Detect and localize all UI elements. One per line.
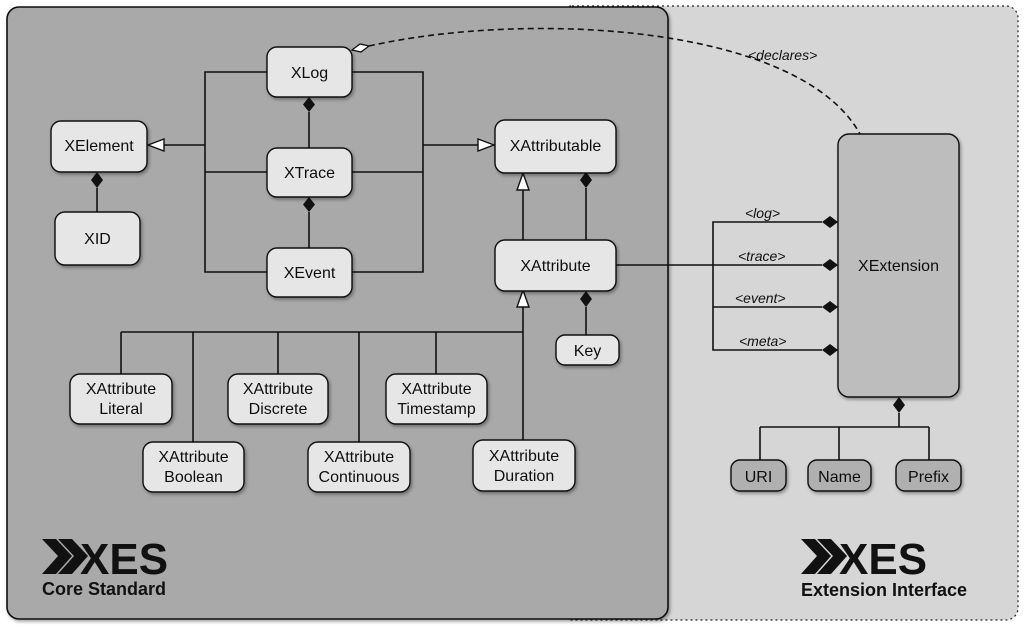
composition-diamond [303,197,315,212]
key-node: Key [555,334,620,366]
xelement-label: XElement [64,138,134,155]
meta-scope-label: <meta> [739,333,786,349]
composition-diamond [303,97,315,112]
xattribute-literal-node: XAttribute Literal [69,373,173,425]
edges [91,27,930,460]
xattribute-label: XAttribute [520,258,590,275]
event-scope-label: <event> [735,290,786,306]
xid-node: XID [54,211,141,266]
xlog-node: XLog [266,46,353,98]
name-label: Name [818,469,861,486]
xattribute-boolean-node: XAttribute Boolean [142,441,245,493]
xelement-node: XElement [50,120,148,173]
xattribute-timestamp-node: XAttribute Timestamp [385,373,488,425]
name-node: Name [807,459,872,492]
core-standard-subtitle: Core Standard [42,579,166,599]
xattribute-continuous-node: XAttribute Continuous [307,441,411,493]
prefix-node: Prefix [895,459,962,492]
log-scope-label: <log> [745,205,780,221]
trace-scope-label: <trace> [738,248,785,264]
xes-core-logo: XES Core Standard [42,535,168,599]
xevent-node: XEvent [266,247,353,298]
xattribute-node: XAttribute [494,239,617,292]
xes-logo-chevron-icon [58,539,88,574]
composition-diamond [580,291,592,307]
xattribute-discrete-line1: XAttribute [243,381,313,398]
xattribute-continuous-line2: Continuous [319,469,400,486]
xattribute-boolean-line2: Boolean [164,469,223,486]
key-label: Key [574,343,602,360]
extension-interface-subtitle: Extension Interface [801,580,967,600]
xattribute-literal-line2: Literal [99,401,143,418]
xlog-label: XLog [291,65,328,82]
xattribute-timestamp-line1: XAttribute [401,381,471,398]
xattribute-duration-node: XAttribute Duration [472,439,576,492]
composition-diamond [893,397,905,413]
xattributable-node: XAttributable [494,119,617,174]
xattributable-label: XAttributable [510,138,602,155]
xevent-label: XEvent [284,265,336,282]
declares-aggregation-diamond [350,43,371,53]
composition-diamond [580,172,592,188]
xattribute-continuous-line1: XAttribute [324,449,394,466]
xes-extension-logo-text: XES [839,535,927,584]
xtrace-node: XTrace [266,147,353,198]
xtrace-label: XTrace [284,165,335,182]
uri-node: URI [730,459,787,492]
xes-logo-chevron-icon [801,539,831,574]
xattribute-duration-line1: XAttribute [489,448,559,465]
composition-diamond [91,172,103,188]
declares-label: <declares> [748,47,817,63]
generalization-arrow [516,287,530,308]
log-composition-diamond [822,216,838,228]
xes-extension-logo: XES Extension Interface [801,535,967,600]
xattributable-generalization-arrow [477,137,496,153]
trace-composition-diamond [822,259,838,271]
xid-label: XID [84,231,111,248]
core-panel [6,6,669,620]
declares-association [368,27,861,135]
meta-composition-diamond [822,344,838,356]
xattribute-discrete-line2: Discrete [249,401,308,418]
xes-logo-chevron-icon [817,539,847,574]
xattribute-literal-line1: XAttribute [86,381,156,398]
uri-label: URI [745,469,773,486]
prefix-label: Prefix [908,469,949,486]
xextension-label: XExtension [858,258,939,275]
event-composition-diamond [822,301,838,313]
generalization-arrow [516,170,530,191]
xextension-node: XExtension [837,133,960,398]
xattribute-discrete-node: XAttribute Discrete [227,373,329,425]
xelement-generalization-arrow [146,137,165,153]
xattribute-boolean-line1: XAttribute [158,449,228,466]
xattribute-timestamp-line2: Timestamp [397,401,476,418]
xes-core-logo-text: XES [80,535,168,584]
xes-logo-chevron-icon [42,539,72,574]
xattribute-duration-line2: Duration [494,468,554,485]
